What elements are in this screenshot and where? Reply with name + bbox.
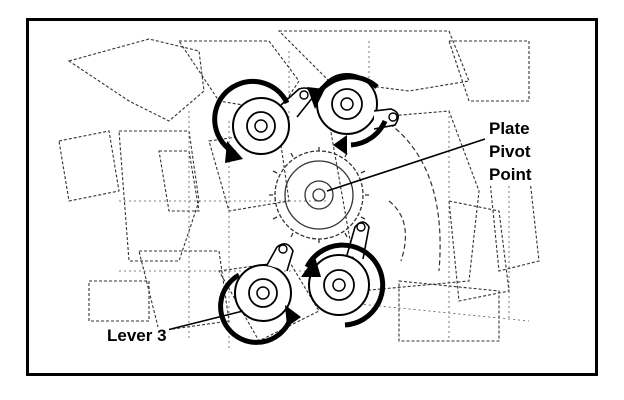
mechanism-diagram bbox=[58, 30, 540, 351]
plate-gear bbox=[269, 147, 369, 243]
housing-sketch bbox=[58, 30, 540, 342]
leader-lines bbox=[154, 138, 486, 334]
rotation-arrow-bottom-right bbox=[301, 242, 386, 328]
rotation-arrow-bottom-left bbox=[218, 272, 301, 345]
plate-pivot-label-line-1: Plate bbox=[489, 119, 530, 138]
lever-3-label: Lever 3 bbox=[105, 326, 169, 345]
plate-pivot-label-line-3: Point bbox=[489, 165, 532, 184]
rotation-arrow-top-right bbox=[307, 74, 388, 155]
roller-top-left bbox=[232, 87, 314, 155]
plate-arc bbox=[368, 110, 441, 272]
diagram-frame: Plate Pivot Point Lever 3 bbox=[26, 18, 598, 376]
rotation-arrow-top-left bbox=[212, 78, 290, 163]
housing-grid-lines bbox=[119, 41, 530, 351]
plate-pivot-point-label: Plate Pivot Point bbox=[487, 117, 534, 186]
roller-bottom-left bbox=[234, 243, 294, 322]
plate-pivot-label-line-2: Pivot bbox=[489, 142, 531, 161]
roller-top-right bbox=[316, 73, 399, 135]
